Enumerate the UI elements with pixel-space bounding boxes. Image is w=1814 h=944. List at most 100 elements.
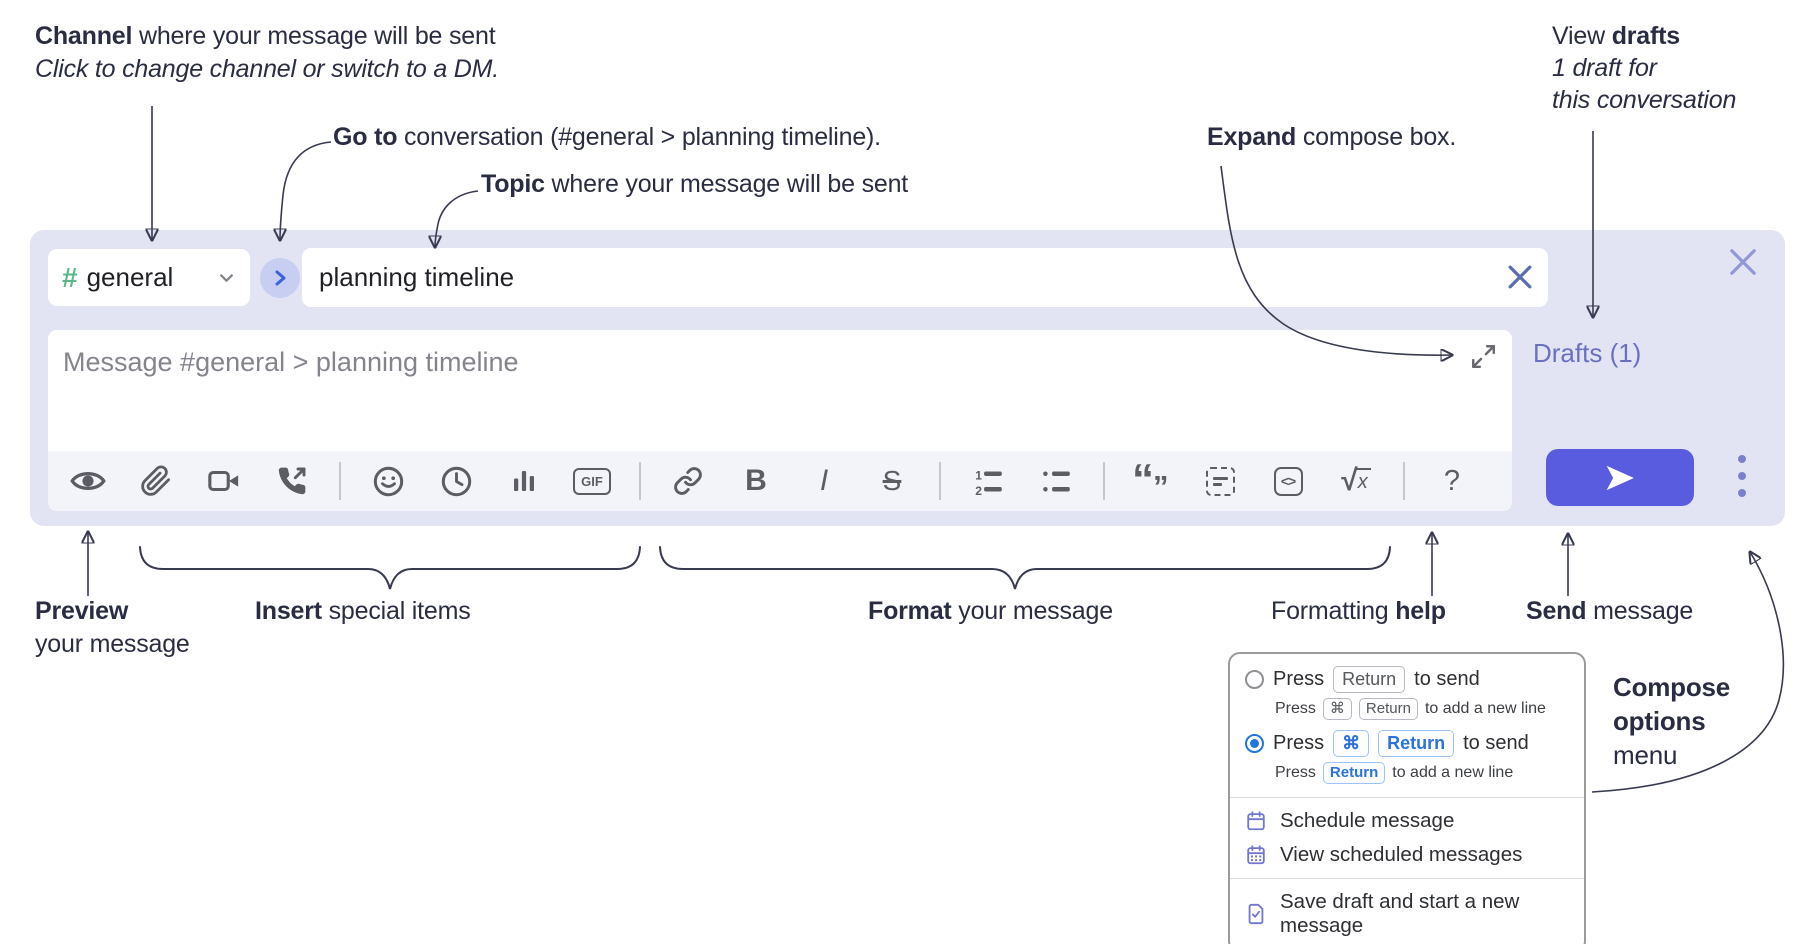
channel-selector[interactable]: # general — [48, 249, 250, 306]
annotation-compose-options: Compose options menu — [1613, 672, 1731, 770]
video-call-button[interactable] — [203, 459, 245, 503]
unordered-list-icon — [1042, 471, 1070, 491]
annotation-view-drafts: View drafts 1 draft for this conversatio… — [1552, 22, 1737, 114]
arrow-goto — [280, 141, 332, 240]
smiley-icon — [373, 466, 403, 496]
annotation-goto: Go to conversation (#general > planning … — [333, 123, 881, 151]
video-camera-icon — [208, 470, 239, 492]
annotation-insert: Insert special items — [255, 597, 471, 625]
annotation-expand: Expand compose box. — [1207, 123, 1457, 151]
radio-unselected-icon[interactable] — [1245, 670, 1264, 689]
math-icon: √x — [1341, 466, 1371, 496]
option-cmd-enter-to-send[interactable]: Press ⌘ Return to send — [1230, 727, 1584, 760]
channel-hash-icon: # — [62, 261, 78, 293]
send-plane-icon — [1606, 465, 1634, 490]
message-box: GIF B I S 12 “” — [48, 330, 1512, 511]
chevron-right-icon — [275, 270, 286, 286]
link-button[interactable] — [667, 459, 709, 503]
clock-icon — [441, 466, 471, 496]
compose-box: # general — [30, 230, 1785, 526]
bold-icon: B — [745, 464, 767, 497]
link-icon — [674, 467, 702, 495]
kbd-return: Return — [1322, 762, 1386, 784]
gif-button[interactable]: GIF — [571, 459, 613, 503]
drafts-link[interactable]: Drafts (1) — [1533, 338, 1642, 368]
go-to-conversation-button[interactable] — [260, 258, 300, 298]
attach-file-button[interactable] — [135, 459, 177, 503]
question-mark-icon: ? — [1443, 464, 1461, 497]
radio-selected-icon[interactable] — [1245, 734, 1264, 753]
ordered-list-icon: 12 — [975, 468, 1002, 497]
topic-input[interactable] — [302, 248, 1548, 307]
strikethrough-button[interactable]: S — [871, 459, 913, 503]
bar-chart-icon — [514, 471, 534, 491]
kbd-return: Return — [1378, 730, 1455, 757]
toolbar-divider — [1103, 462, 1105, 500]
annotation-preview: Preview your message — [35, 597, 190, 658]
italic-icon: I — [819, 464, 829, 497]
menu-item-save-draft[interactable]: Save draft and start a new message — [1230, 885, 1584, 943]
compose-close-button[interactable] — [1727, 246, 1759, 278]
option-cmd-enter-to-send-hint: Press Return to add a new line — [1230, 760, 1584, 791]
phone-outgoing-icon — [278, 467, 306, 495]
annotation-channel: Channel where your message will be sent … — [35, 22, 500, 83]
toolbar-divider — [1403, 462, 1405, 500]
kbd-cmd: ⌘ — [1333, 730, 1370, 757]
ellipsis-icon — [1738, 455, 1746, 463]
option-enter-to-send[interactable]: Press Return to send — [1230, 663, 1584, 696]
brace-format — [659, 546, 1391, 590]
svg-text:2: 2 — [975, 483, 982, 496]
compose-options-menu-button[interactable] — [1727, 455, 1757, 497]
menu-divider — [1230, 797, 1584, 798]
toolbar-divider — [339, 462, 341, 500]
bulleted-list-button[interactable] — [1035, 459, 1077, 503]
emoji-button[interactable] — [367, 459, 409, 503]
message-input[interactable] — [48, 330, 1512, 451]
expand-compose-button[interactable] — [1468, 342, 1498, 372]
kbd-cmd: ⌘ — [1322, 698, 1352, 720]
menu-item-schedule-message[interactable]: Schedule message — [1230, 804, 1584, 838]
poll-button[interactable] — [503, 459, 545, 503]
preview-button[interactable] — [67, 459, 109, 503]
annotation-send: Send message — [1526, 597, 1694, 625]
quote-button[interactable]: “” — [1131, 455, 1173, 504]
bold-button[interactable]: B — [735, 459, 777, 503]
formatting-help-button[interactable]: ? — [1431, 459, 1473, 503]
annotation-formatting-help: Formatting help — [1271, 597, 1446, 625]
calendar-scheduled-icon — [1247, 845, 1265, 865]
svg-text:1: 1 — [975, 468, 982, 482]
annotation-format: Format your message — [868, 597, 1113, 625]
close-icon — [1508, 265, 1532, 289]
quote-icon: “” — [1132, 455, 1169, 504]
kbd-return: Return — [1333, 666, 1406, 693]
gif-icon: GIF — [573, 467, 611, 495]
expand-icon — [1471, 345, 1495, 368]
close-icon — [1730, 249, 1756, 275]
strikethrough-icon: S — [882, 465, 902, 496]
topic-field-wrapper — [302, 248, 1548, 307]
code-icon: <> — [1273, 466, 1303, 496]
code-button[interactable]: <> — [1267, 459, 1309, 503]
calendar-icon — [1247, 811, 1265, 831]
save-draft-icon — [1248, 903, 1264, 925]
topic-clear-button[interactable] — [1505, 263, 1535, 293]
channel-name: general — [86, 262, 174, 292]
spoiler-icon — [1205, 466, 1235, 496]
eye-icon — [70, 472, 106, 490]
brace-insert — [139, 546, 641, 590]
menu-divider — [1230, 878, 1584, 879]
send-button[interactable] — [1546, 449, 1694, 506]
spoiler-button[interactable] — [1199, 459, 1241, 503]
chevron-down-icon — [220, 274, 233, 282]
italic-button[interactable]: I — [803, 459, 845, 503]
math-button[interactable]: √x — [1335, 459, 1377, 503]
menu-item-view-scheduled[interactable]: View scheduled messages — [1230, 838, 1584, 872]
toolbar-divider — [939, 462, 941, 500]
compose-options-popup: Press Return to send Press ⌘ Return to a… — [1228, 652, 1586, 944]
voice-call-button[interactable] — [271, 459, 313, 503]
option-enter-to-send-hint: Press ⌘ Return to add a new line — [1230, 696, 1584, 727]
time-button[interactable] — [435, 459, 477, 503]
kbd-return: Return — [1358, 698, 1418, 720]
